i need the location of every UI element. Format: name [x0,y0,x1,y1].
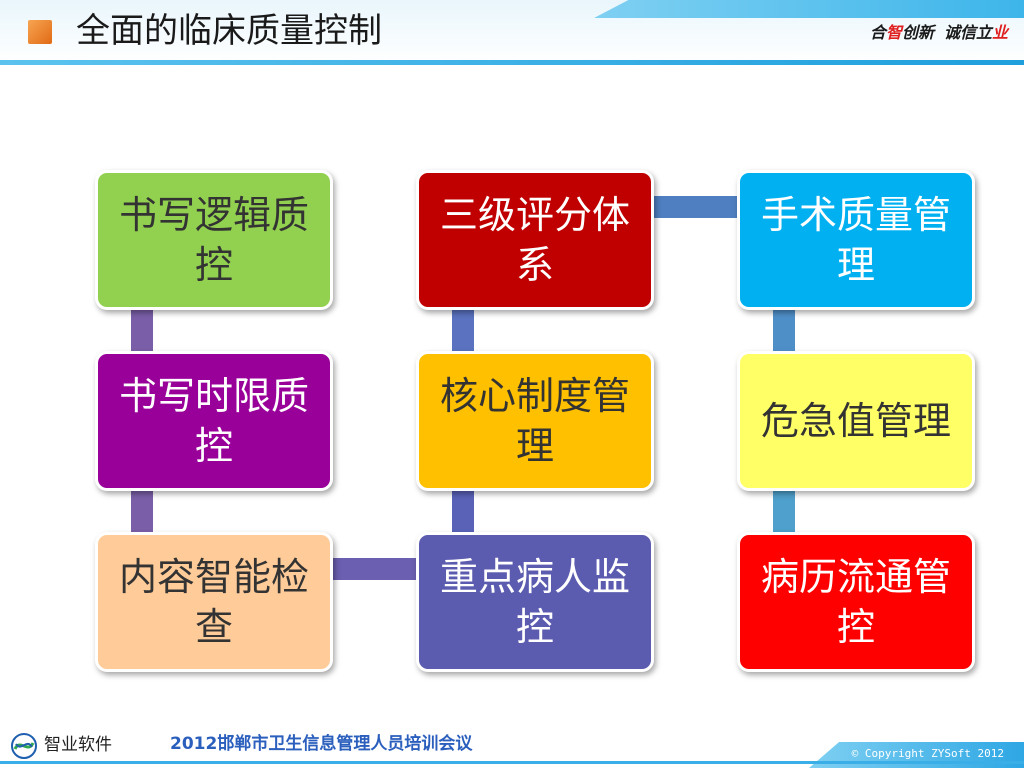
diagram-node-n6: 危急值管理 [737,351,975,491]
connector-n3-n6 [773,306,795,355]
header-line [0,60,1024,65]
event-name: 2012邯郸市卫生信息管理人员培训会议 [170,734,473,754]
connector-n1-n4 [131,306,153,355]
zysoft-logo-icon [11,733,37,759]
diagram-node-label: 核心制度管理 [439,374,630,468]
diagram-node-n4: 书写时限质控 [95,351,333,491]
diagram-node-label: 书写逻辑质控 [118,193,309,287]
diagram-node-n1: 书写逻辑质控 [95,170,333,310]
slogan-part5: 业 [991,23,1008,42]
connector-n2-n3 [650,196,741,218]
page-title: 全面的临床质量控制 [76,11,382,51]
orange-square-icon [28,20,52,44]
diagram-node-label: 病历流通管控 [760,555,951,649]
diagram-node-n5: 核心制度管理 [416,351,654,491]
diagram-node-n2: 三级评分体系 [416,170,654,310]
slogan-part4: 诚信立 [943,23,992,42]
connector-n4-n7 [131,487,153,536]
header-wave [594,0,1024,18]
diagram-node-label: 重点病人监控 [439,555,630,649]
company-name: 智业软件 [44,735,112,755]
connector-n7-n8 [329,558,420,580]
copyright-text: © Copyright ZYSoft 2012 [851,747,1004,760]
diagram-node-label: 书写时限质控 [118,374,309,468]
diagram-node-label: 危急值管理 [760,399,951,443]
slogan-part1: 合 [869,23,886,42]
slogan-part2: 智 [885,23,902,42]
diagram-node-n9: 病历流通管控 [737,532,975,672]
diagram-node-label: 三级评分体系 [439,193,630,287]
slogan: 合智创新诚信立业 [870,20,1008,46]
diagram-node-n7: 内容智能检查 [95,532,333,672]
connector-n8-n5 [452,487,474,536]
connector-n6-n9 [773,487,795,536]
diagram-node-n8: 重点病人监控 [416,532,654,672]
slogan-part3: 创新 [901,23,934,42]
diagram-node-label: 内容智能检查 [118,555,309,649]
connector-n5-n2 [452,306,474,355]
footer-line [0,761,1024,764]
diagram-node-label: 手术质量管理 [760,193,951,287]
diagram-node-n3: 手术质量管理 [737,170,975,310]
